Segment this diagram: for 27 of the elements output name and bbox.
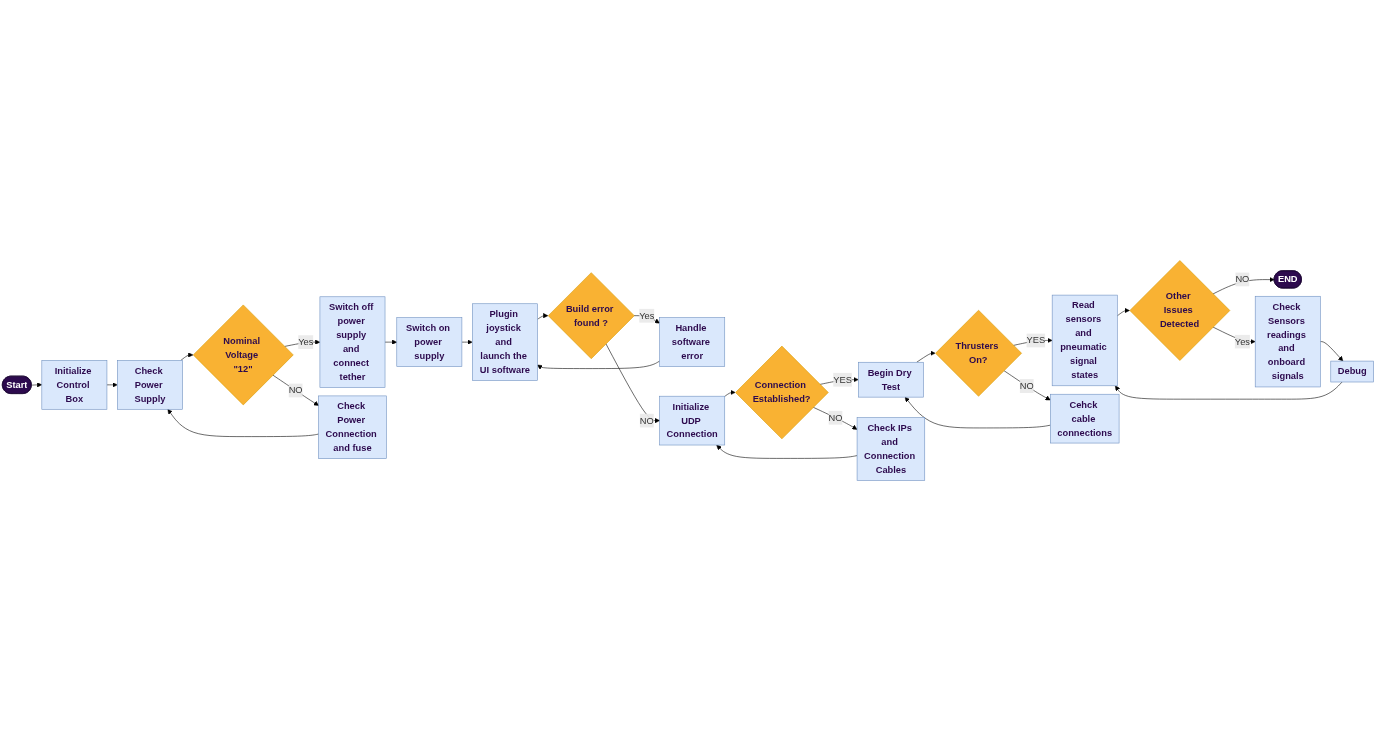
edge-label: YES	[1026, 335, 1046, 346]
edge-label: NO	[639, 415, 654, 426]
node-diamond: Build error found ?	[547, 272, 635, 359]
node-box: Check Power Connection and fuse	[318, 395, 387, 459]
node-box: Check Sensors readings and onboard signals	[1254, 295, 1321, 388]
edge-label: NO	[288, 385, 303, 396]
node-box: Switch off power supply and connect tether	[319, 296, 386, 388]
node-box: Initialize Control Box	[41, 360, 108, 410]
node-box: Switch on power supply	[396, 317, 463, 367]
edge-label: Yes	[639, 310, 655, 321]
edge-label: NO	[1235, 274, 1250, 285]
edge-label: NO	[1019, 380, 1034, 391]
edge-label: YES	[833, 374, 852, 385]
edge-label: Yes	[1234, 336, 1250, 347]
node-diamond: Connection Established?	[735, 345, 829, 440]
node-diamond: Other Issues Detected	[1129, 260, 1231, 361]
node-box: Plugin joystick and launch the UI software	[472, 303, 538, 381]
node-box: Begin Dry Test	[858, 361, 924, 398]
node-box: Check IPs and Connection Cables	[856, 417, 926, 481]
edge-label: Yes	[298, 336, 314, 347]
node-box: Cehck cable connections	[1050, 393, 1120, 444]
node-box: Read sensors and pneumatic signal states	[1051, 294, 1118, 387]
node-box: Debug	[1330, 360, 1374, 383]
node-box: Check Power Supply	[117, 360, 183, 410]
edge-label: NO	[828, 412, 843, 423]
node-box: Initialize UDP Connection	[659, 395, 726, 446]
node-box: Handle software error	[659, 317, 726, 367]
